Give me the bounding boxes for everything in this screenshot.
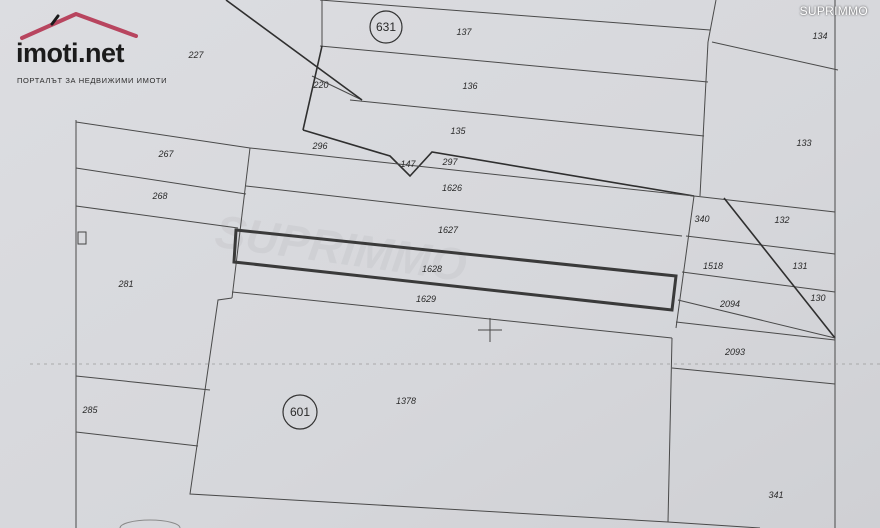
- plot-label-135[interactable]: 135: [450, 126, 466, 136]
- plot-label-133[interactable]: 133: [796, 138, 811, 148]
- plot-label-2093[interactable]: 2093: [724, 347, 745, 357]
- plot-label-296[interactable]: 296: [311, 141, 327, 151]
- plot-label-1518[interactable]: 1518: [703, 261, 723, 271]
- plot-label-227[interactable]: 227: [187, 50, 204, 60]
- logo-name-suffix: .net: [78, 38, 125, 68]
- quarter-601[interactable]: 601: [282, 394, 318, 430]
- suprimmo-brand-mark[interactable]: SUPRIMMO: [799, 4, 868, 18]
- quarter-label-601: 601: [290, 405, 310, 419]
- plot-label-2094[interactable]: 2094: [719, 299, 740, 309]
- boundary-marker: [77, 231, 87, 245]
- plot-label-297[interactable]: 297: [441, 157, 458, 167]
- plot-label-130[interactable]: 130: [810, 293, 825, 303]
- plot-label-1627[interactable]: 1627: [438, 225, 459, 235]
- highlighted-plot-1628[interactable]: [232, 228, 678, 312]
- house-roof-icon: [20, 12, 138, 40]
- plot-label-268[interactable]: 268: [151, 191, 167, 201]
- logo-tagline: ПОРТАЛЪТ ЗА НЕДВИЖИМИ ИМОТИ: [17, 76, 168, 85]
- plot-label-267[interactable]: 267: [157, 149, 174, 159]
- plot-label-137[interactable]: 137: [456, 27, 472, 37]
- plot-label-134[interactable]: 134: [812, 31, 827, 41]
- plot-label-1628[interactable]: 1628: [422, 264, 442, 274]
- plot-labels: 137 134 227 220 136 135 133 267 296 147 …: [81, 27, 827, 500]
- quarter-label-631: 631: [376, 20, 396, 34]
- plot-label-341[interactable]: 341: [768, 490, 783, 500]
- plot-label-285[interactable]: 285: [81, 405, 98, 415]
- imoti-logo[interactable]: imoti.net ПОРТАЛЪТ ЗА НЕДВИЖИМИ ИМОТИ: [8, 8, 168, 88]
- crosshair-marker: [478, 318, 502, 342]
- plot-label-136[interactable]: 136: [462, 81, 477, 91]
- plot-label-132[interactable]: 132: [774, 215, 789, 225]
- partial-circle-mark: [119, 519, 181, 528]
- plot-label-1629[interactable]: 1629: [416, 294, 436, 304]
- quarter-631[interactable]: 631: [369, 10, 403, 44]
- plot-label-220[interactable]: 220: [312, 80, 328, 90]
- plot-label-1626[interactable]: 1626: [442, 183, 462, 193]
- parcel-boundaries: [75, 0, 839, 528]
- plot-label-131[interactable]: 131: [792, 261, 807, 271]
- logo-wordmark: imoti.net: [16, 38, 125, 69]
- plot-label-147[interactable]: 147: [400, 159, 416, 169]
- logo-name-main: imoti: [16, 38, 79, 68]
- plot-label-281[interactable]: 281: [117, 279, 133, 289]
- plot-label-1378[interactable]: 1378: [396, 396, 416, 406]
- plot-label-340[interactable]: 340: [694, 214, 709, 224]
